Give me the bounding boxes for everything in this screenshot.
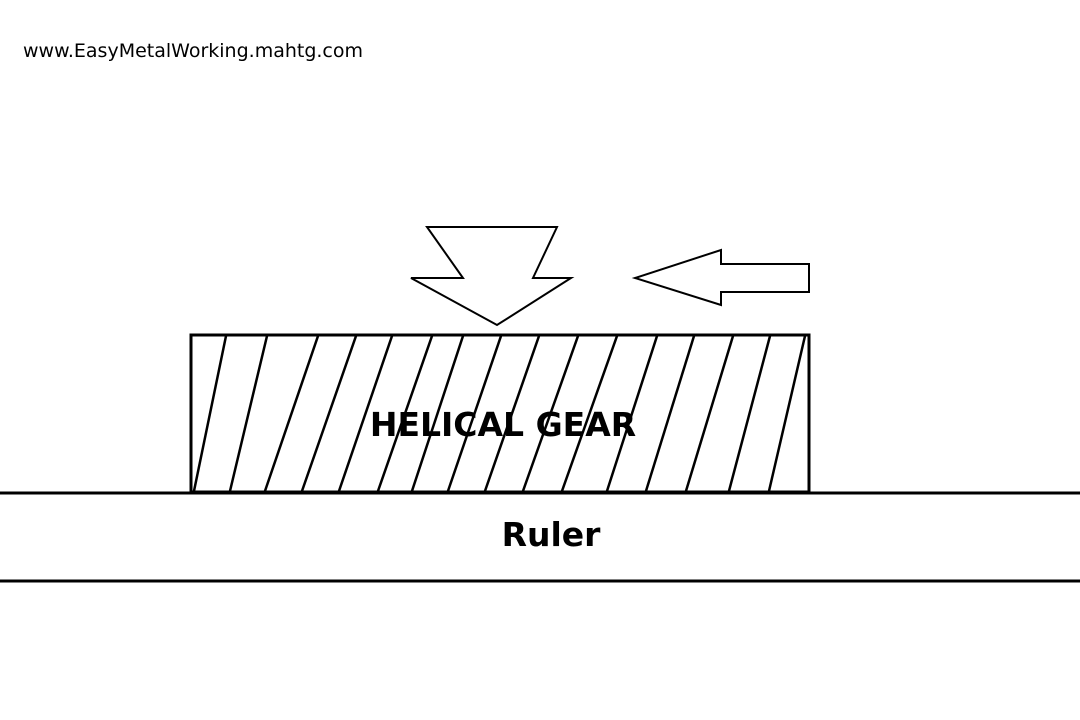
down-arrow-icon (410, 226, 575, 327)
helical-gear-body (189, 333, 811, 494)
left-arrow-icon (631, 248, 810, 307)
gear-label: HELICAL GEAR (370, 405, 636, 444)
watermark-text: www.EasyMetalWorking.mahtg.com (23, 40, 364, 62)
gear-teeth-hatching (192, 336, 807, 491)
ruler-label: Ruler (502, 515, 602, 554)
